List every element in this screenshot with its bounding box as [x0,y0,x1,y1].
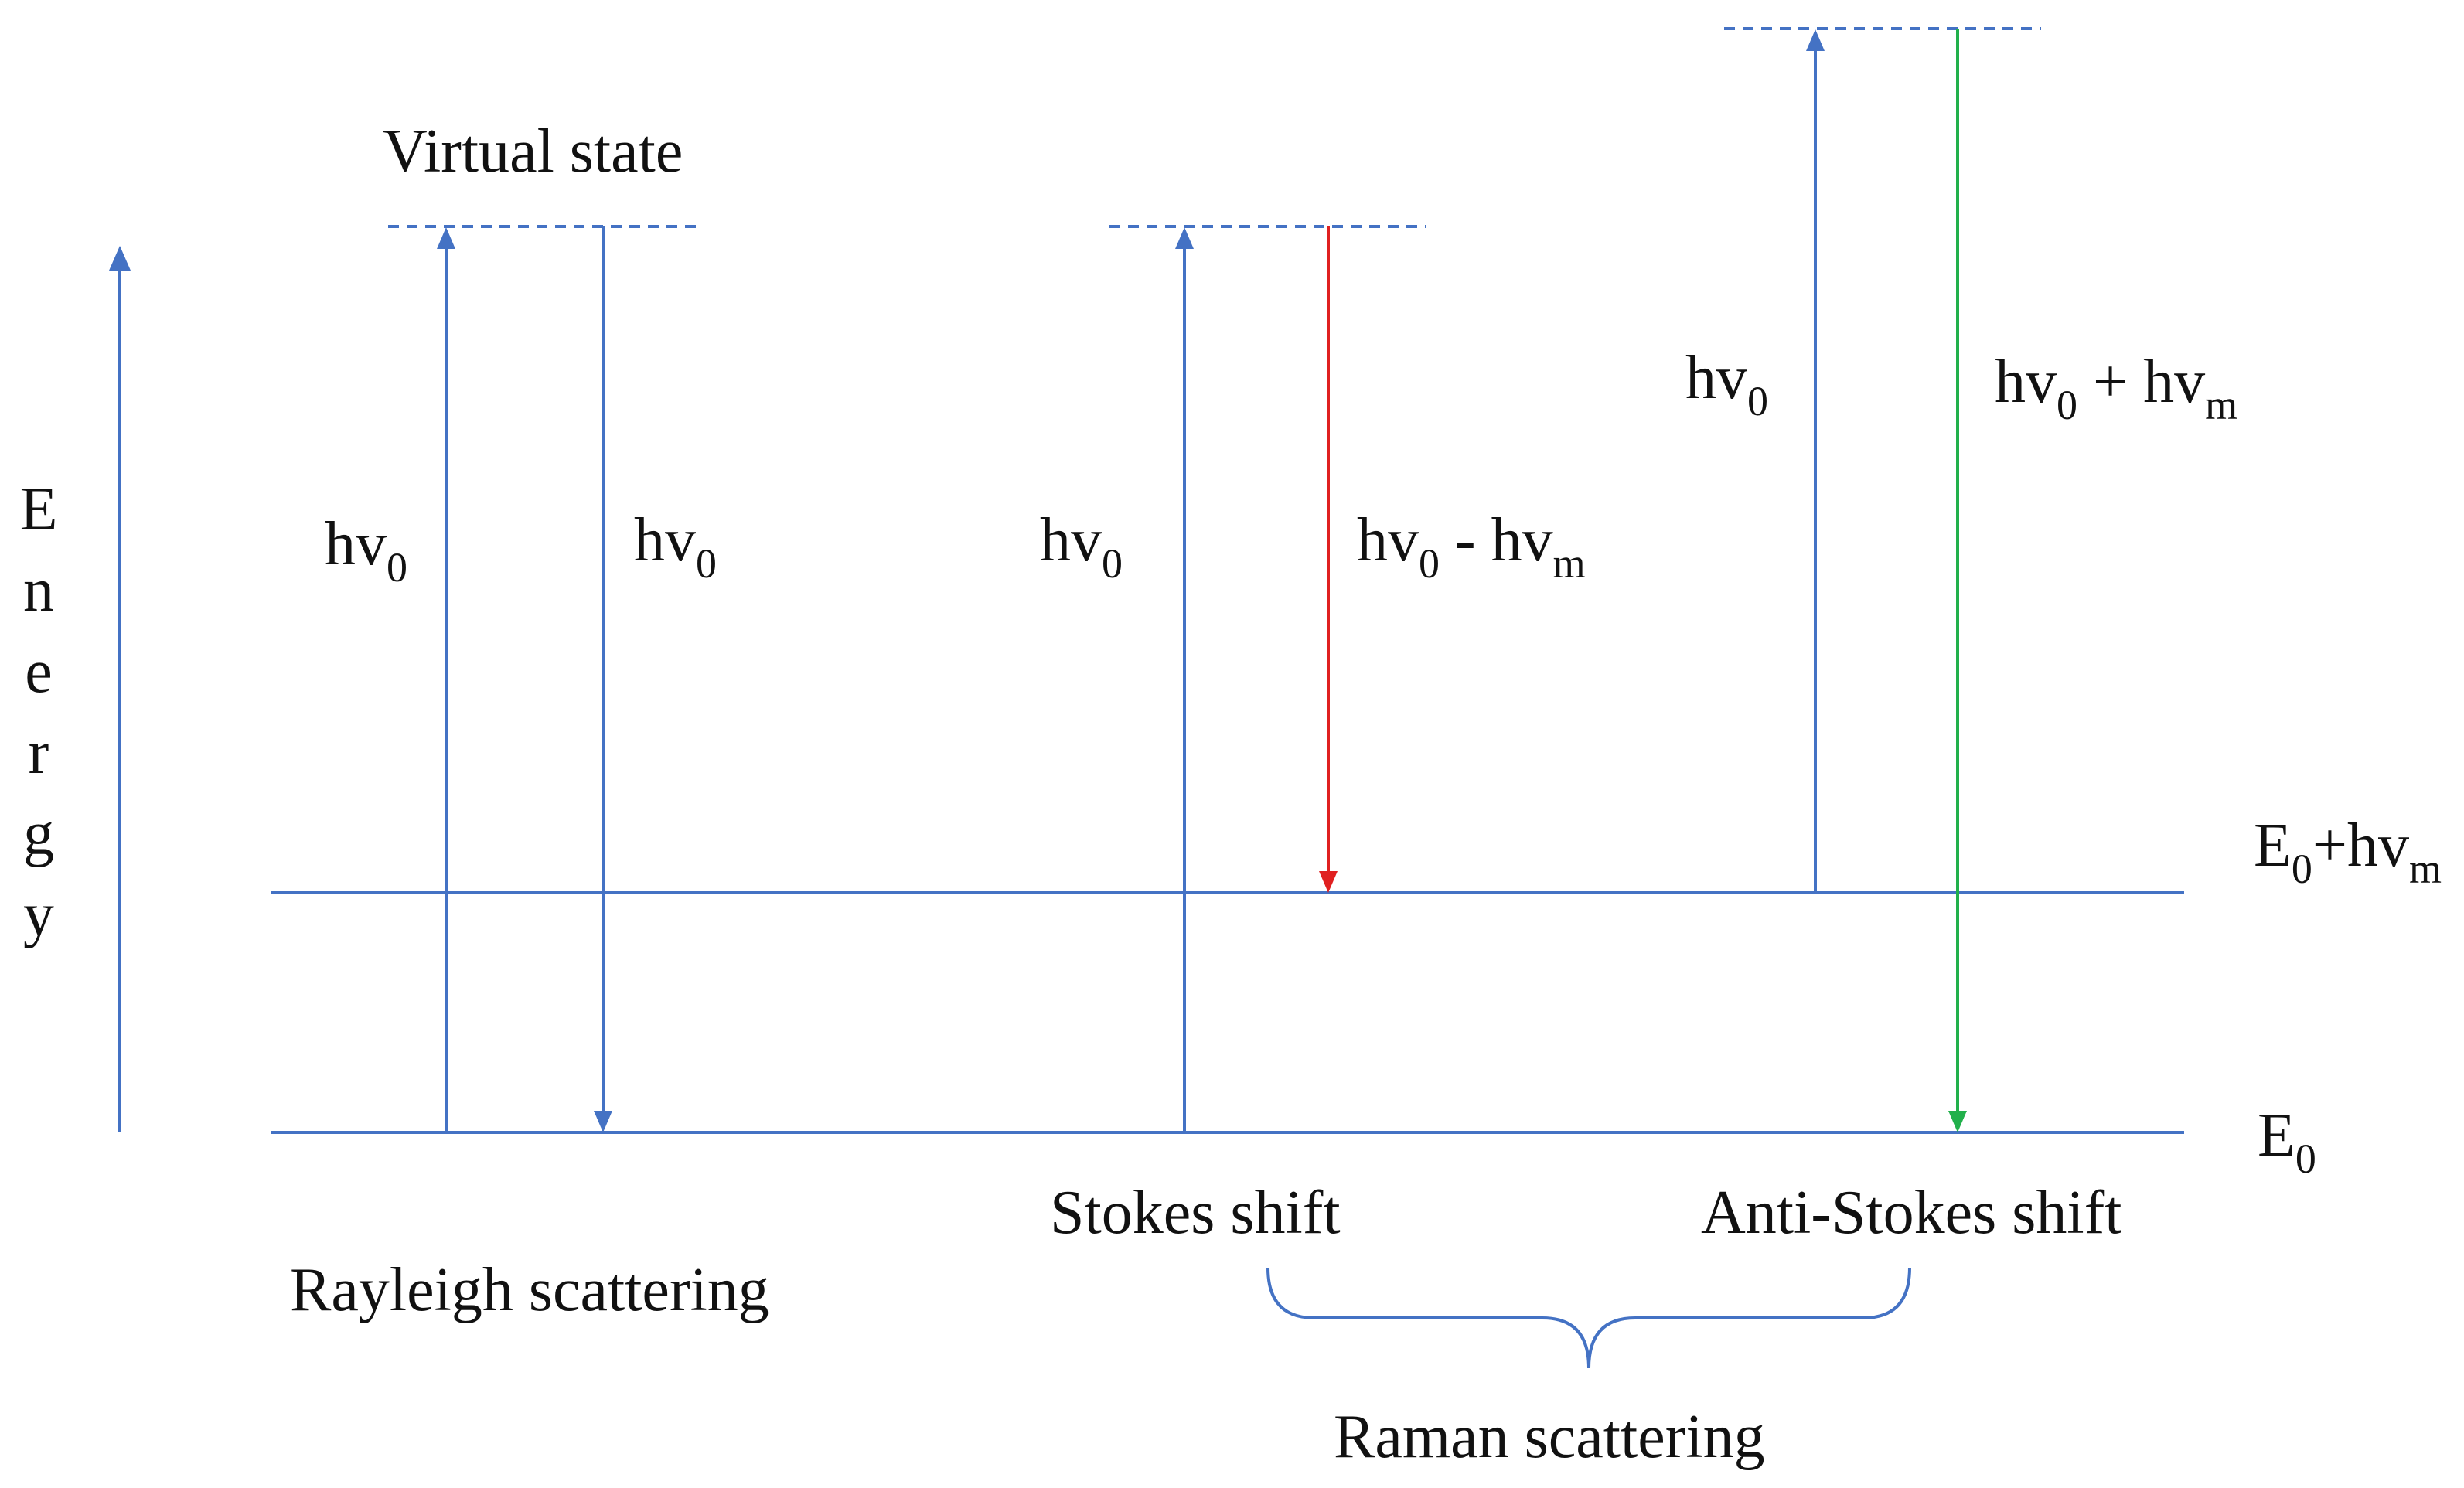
excited-level-label: E0+hvm [2254,812,2442,892]
axis-letter: r [29,719,49,787]
anti-stokes-shift: hv0 hv0 + hvm Anti-Stokes shift [1685,29,2237,1247]
stokes-shift: hv0 hv0 - hvm Stokes shift [1040,226,1586,1247]
axis-letter: n [23,557,54,625]
energy-axis: E n e r g y [20,246,131,1132]
virtual-states: Virtual state [383,27,2041,228]
axis-letter: g [23,800,54,868]
anti-stokes-down-label: hv0 + hvm [1995,348,2237,428]
virtual-state-label: Virtual state [383,117,683,186]
stokes-up-label: hv0 [1040,506,1123,587]
axis-letter: y [23,881,54,949]
raman-caption: Raman scattering [1334,1403,1765,1471]
level-labels: E0+hvm E0 [2254,812,2442,1182]
arrowhead [594,1111,612,1132]
arrowhead [1319,871,1338,893]
arrowhead [1806,29,1825,51]
anti-stokes-caption: Anti-Stokes shift [1701,1179,2121,1247]
arrowhead [1175,227,1194,249]
stokes-down-label: hv0 - hvm [1357,506,1586,587]
brace-shape [1266,1267,1911,1369]
energy-levels [271,891,2184,1134]
arrowhead [437,227,455,249]
arrowhead [1948,1111,1967,1132]
raman-brace: Raman scattering [1266,1267,1911,1471]
ground-level-label: E0 [2258,1102,2316,1182]
rayleigh-down-label: hv0 [634,506,717,587]
stokes-caption: Stokes shift [1050,1179,1341,1247]
axis-letter: E [20,475,58,543]
axis-arrowhead [109,246,131,271]
rayleigh-scattering: hv0 hv0 Rayleigh scattering [290,226,769,1324]
rayleigh-caption: Rayleigh scattering [290,1256,769,1324]
rayleigh-up-label: hv0 [325,510,407,591]
anti-stokes-up-label: hv0 [1685,344,1768,424]
axis-letter: e [25,638,53,706]
